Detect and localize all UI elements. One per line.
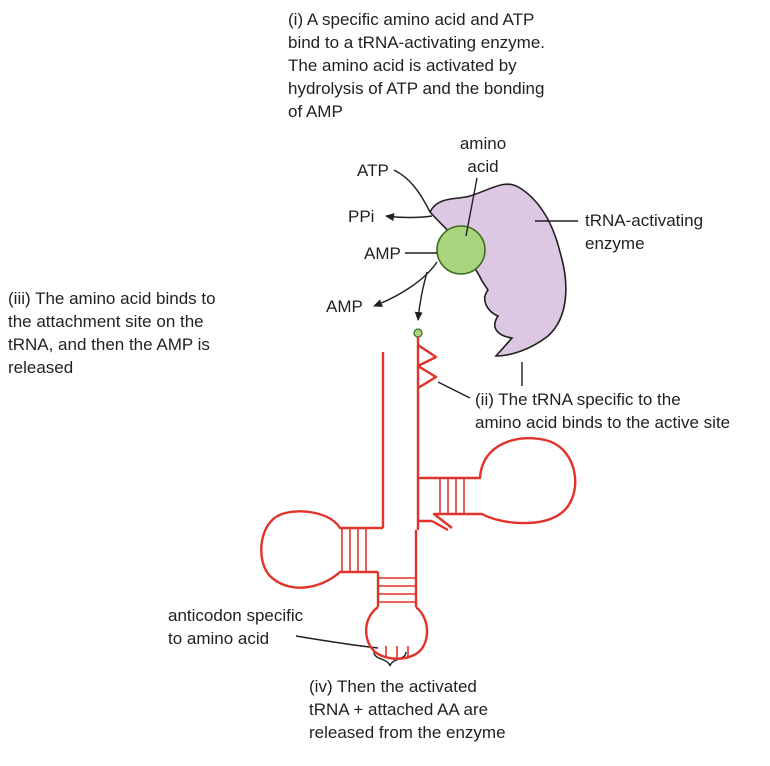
ppi-arrow bbox=[386, 216, 432, 218]
atp-pointer bbox=[394, 170, 430, 212]
attached-amino-acid bbox=[414, 329, 422, 337]
amino-acid bbox=[437, 226, 485, 274]
trna-molecule bbox=[261, 337, 575, 659]
amp-released-arrow bbox=[374, 262, 437, 306]
attach-arrow bbox=[418, 272, 427, 320]
anticodon-pointer bbox=[296, 636, 378, 648]
step-2-trna-pointer bbox=[438, 382, 470, 398]
